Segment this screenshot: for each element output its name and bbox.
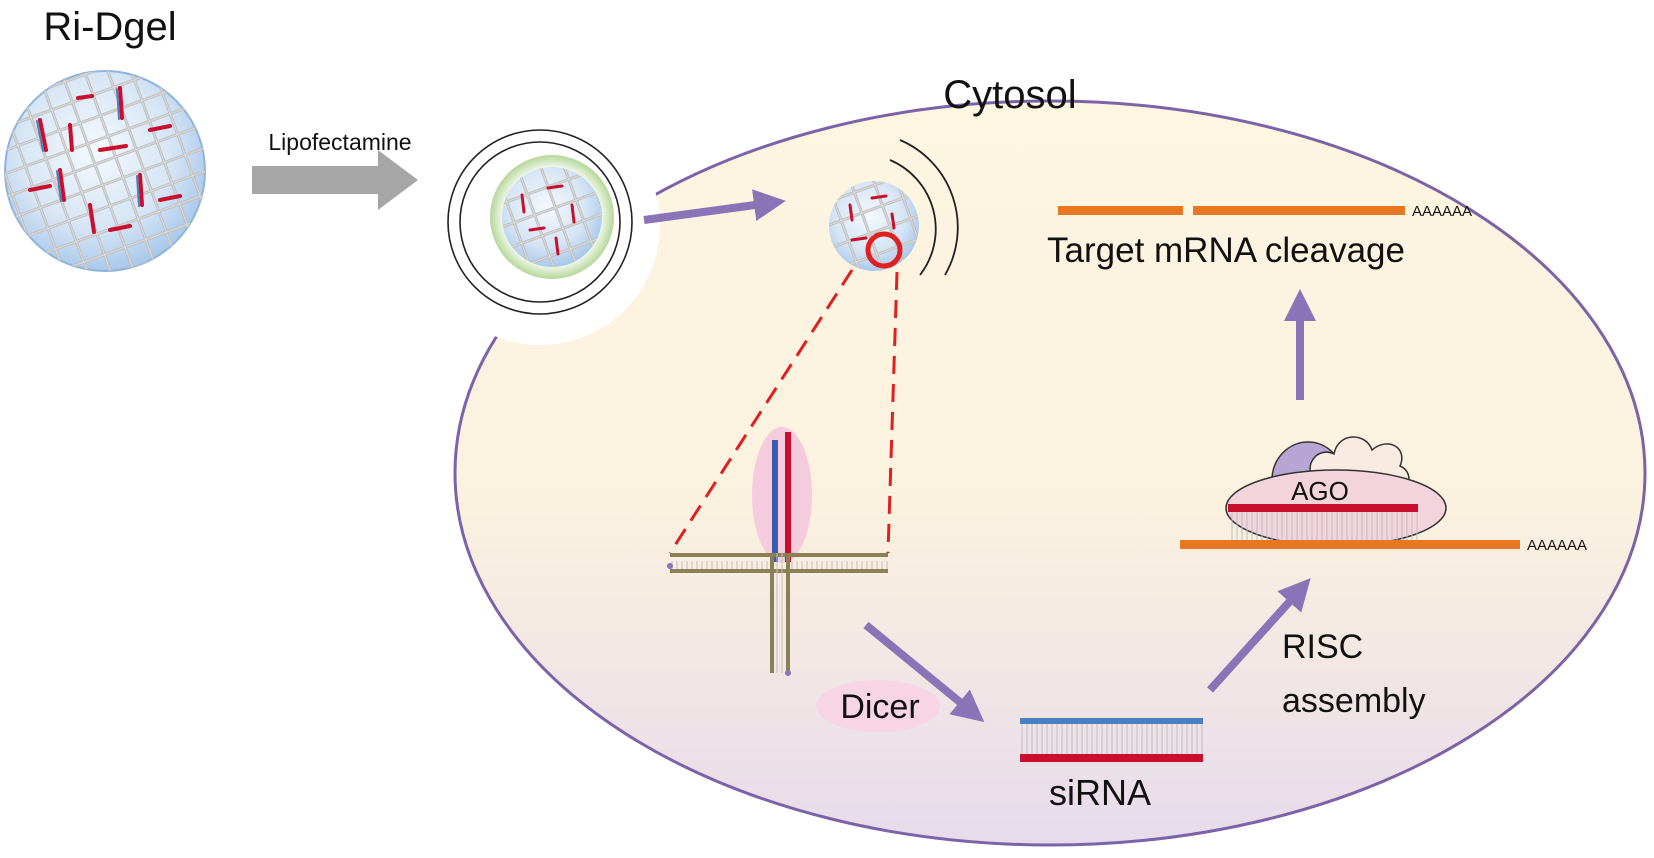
poly-a-tail-bottom: AAAAAA xyxy=(1527,537,1587,554)
risc-complex-icon xyxy=(1180,436,1520,549)
cell-cytosol xyxy=(453,99,1647,847)
released-gel-icon xyxy=(829,139,959,276)
gel-sphere-icon xyxy=(4,70,206,272)
poly-a-tail-top: AAAAAA xyxy=(1412,203,1472,220)
target-mrna-cleavage-label: Target mRNA cleavage xyxy=(1047,231,1405,270)
ago-label: AGO xyxy=(1291,476,1349,506)
risc-label-line1: RISC xyxy=(1282,628,1363,666)
zoom-circle xyxy=(865,231,903,269)
dicer-label: Dicer xyxy=(840,688,919,726)
lipofectamine-arrow-icon xyxy=(252,150,418,210)
lipofectamine-label: Lipofectamine xyxy=(268,129,411,155)
risc-label-line2: assembly xyxy=(1282,682,1426,720)
cytosol-label: Cytosol xyxy=(943,73,1076,117)
zoom-lines xyxy=(668,269,899,554)
ri-dgel-label: Ri-Dgel xyxy=(43,5,176,49)
arrow-endosome-to-release xyxy=(643,189,786,224)
sirna-duplex-icon xyxy=(1020,718,1203,762)
arrow-dicer-cleavage xyxy=(863,621,985,723)
dna-scaffold-icon xyxy=(667,427,888,676)
arrow-risc-assembly xyxy=(1207,578,1311,693)
dicer-enzyme-icon xyxy=(816,680,940,732)
endosome-icon xyxy=(420,105,660,345)
cleaved-mrna-icon xyxy=(1058,206,1405,215)
sirna-label: siRNA xyxy=(1049,772,1151,813)
